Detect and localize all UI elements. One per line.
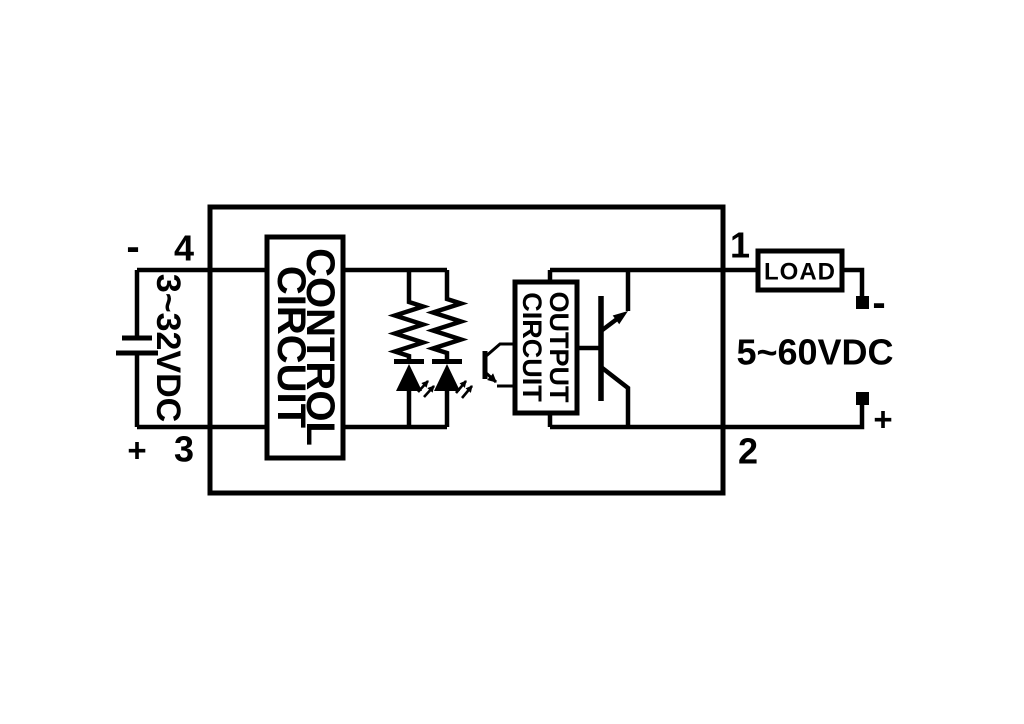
output-transistor [577,270,631,427]
output-circuit-block: OUTPUT CIRCUIT [512,279,580,416]
light-arrow-icon [461,385,473,399]
output-circuit-label-line1: OUTPUT [544,292,574,404]
phototransistor [482,342,516,388]
led-1-triangle [396,364,422,391]
control-input-side: - 4 + 3 3~32VDC [116,225,267,470]
output-circuit-label-line2: CIRCUIT [517,292,547,402]
load-output-side: 1 2 LOAD - 5~60VDC + [723,225,894,472]
pin-2-label: 2 [738,431,758,472]
light-arrow-icon [417,380,429,393]
light-arrow-icon [423,385,435,398]
dc-source-symbol [116,335,158,356]
led-ladder [343,267,473,430]
output-terminal-negative [856,296,869,309]
pin-3-label: 3 [174,429,194,470]
led-2-triangle [434,364,460,391]
led-1 [394,359,424,427]
output-rails [547,267,723,430]
load-label: LOAD [764,259,836,286]
relay-outline [207,204,726,496]
phototransistor-emitter [483,370,498,384]
input-minus-sign: - [126,225,139,269]
transistor-emitter [599,317,619,333]
light-arrow-icon [455,380,467,394]
control-circuit-label-line1: CONTROL [298,248,342,446]
input-plus-sign: + [127,432,146,469]
led-1-light-arrows [417,380,435,398]
resistor-2 [425,270,469,360]
output-plus-sign: + [873,401,892,438]
pin-1-label: 1 [730,225,750,266]
resistor-1 [387,270,431,360]
transistor-emitter-arrowhead [612,311,628,325]
control-circuit-box [264,234,346,461]
control-circuit-block: CONTROL CIRCUIT [264,234,346,461]
led-2-light-arrows [455,380,473,399]
pin-2-wire [723,405,865,430]
output-minus-sign: - [872,281,885,325]
phototransistor-collector [484,342,516,359]
load-to-negative-wire [842,267,865,296]
output-voltage-label: 5~60VDC [736,332,893,373]
input-voltage-label: 3~32VDC [149,274,187,422]
control-circuit-label-line2: CIRCUIT [269,266,313,428]
transistor-collector [599,365,631,427]
led-2 [432,359,462,427]
pin-4-label: 4 [174,228,194,269]
output-terminal-positive [856,392,869,405]
